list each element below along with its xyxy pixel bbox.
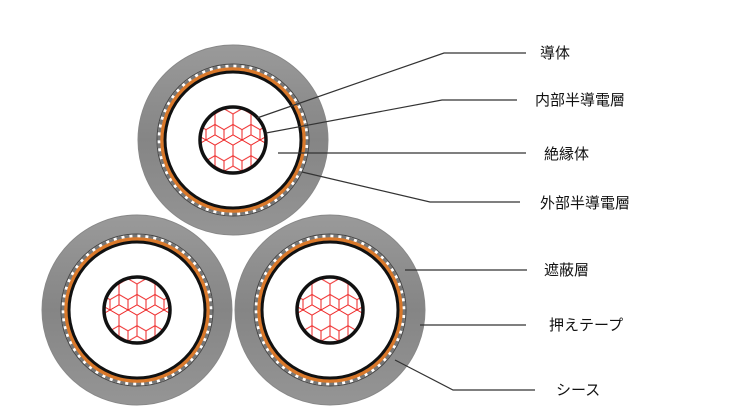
label-outer-semiconductive: 外部半導電層 [540,194,631,212]
cable-core-bottom-right [233,213,427,407]
leader-conductor [256,52,526,119]
label-conductor: 導体 [540,44,571,62]
leader-outer-semiconductive [301,171,520,203]
leader-inner-semiconductive [265,99,517,134]
leader-lines [256,52,535,391]
label-shield: 遮蔽層 [544,261,590,279]
label-inner-semiconductive: 内部半導電層 [535,91,626,109]
cable-core-top [136,43,330,237]
label-sheath: シース [556,381,601,399]
label-insulation: 絶縁体 [544,145,590,163]
leader-sheath [394,359,535,391]
label-binding-tape: 押えテープ [549,316,624,334]
cable-core-bottom-left [40,213,234,407]
